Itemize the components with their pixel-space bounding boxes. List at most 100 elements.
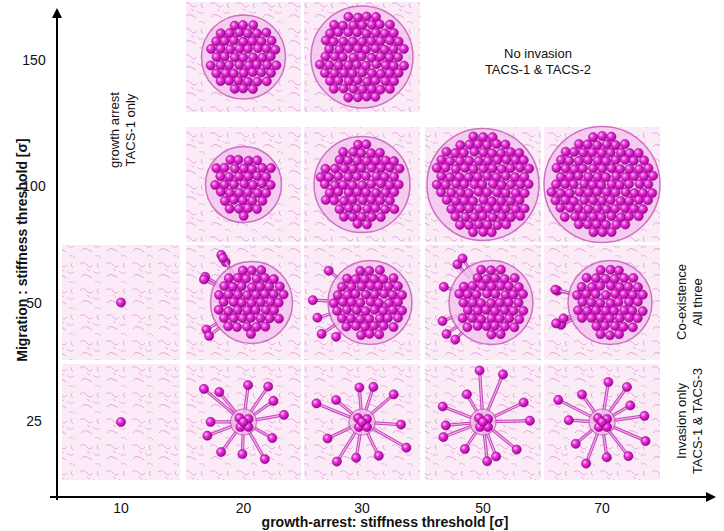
cell (216, 187, 225, 196)
cell (620, 204, 629, 213)
matrix-background (304, 127, 420, 242)
cell (442, 329, 451, 338)
cell (353, 219, 362, 228)
cell (365, 329, 374, 338)
cell (339, 212, 348, 221)
cell (308, 296, 317, 305)
cell (381, 61, 390, 70)
cell (357, 52, 366, 61)
cell (230, 84, 239, 93)
cell (349, 147, 358, 156)
simulation-tile (186, 245, 301, 360)
matrix-background (544, 245, 660, 360)
cell (463, 290, 472, 299)
cell (492, 204, 501, 213)
cell (474, 187, 483, 196)
matrix-background (62, 364, 180, 480)
cell (607, 212, 616, 221)
tick-label: 25 (26, 413, 42, 430)
cell (233, 305, 242, 314)
cell (587, 313, 596, 322)
cell (496, 281, 505, 290)
cell (579, 212, 588, 221)
cell (342, 305, 351, 314)
cell (344, 12, 353, 21)
cell (216, 77, 225, 86)
cell (492, 188, 501, 197)
cell (375, 20, 384, 29)
cell (587, 298, 596, 307)
cell (460, 444, 469, 453)
cell (381, 188, 390, 197)
cell (224, 322, 233, 331)
cell (389, 390, 398, 399)
cell (389, 44, 398, 53)
cell (437, 172, 446, 181)
cell (351, 289, 360, 298)
cell (493, 155, 502, 164)
cell (569, 180, 578, 189)
cell (621, 188, 630, 197)
cell (441, 163, 450, 172)
cell (234, 155, 243, 164)
cell (334, 172, 343, 181)
cell (624, 452, 633, 461)
cell (556, 155, 565, 164)
cell (482, 289, 491, 298)
cell (578, 297, 587, 306)
cell (239, 211, 248, 220)
simulation-tile (544, 364, 660, 480)
cell (240, 179, 249, 188)
cell (500, 306, 509, 315)
cell (510, 323, 519, 332)
tick-label: 100 (22, 178, 45, 195)
cell (491, 273, 500, 282)
cell (634, 195, 643, 204)
cell (451, 149, 460, 158)
cell (229, 314, 238, 323)
cell (315, 60, 324, 69)
cell (510, 273, 519, 282)
cell (479, 195, 488, 204)
cell (279, 290, 288, 299)
cell (274, 314, 283, 323)
cell (394, 68, 403, 77)
cell (217, 448, 226, 457)
cell (610, 321, 619, 330)
cell (260, 273, 269, 282)
cell (492, 452, 501, 461)
simulation-tile (425, 127, 541, 242)
cell (344, 172, 353, 181)
cell (279, 410, 288, 419)
cell (479, 148, 488, 157)
cell (339, 84, 348, 93)
cell (207, 44, 216, 53)
cell (473, 273, 482, 282)
cell (225, 61, 234, 70)
cell (593, 204, 602, 213)
cell (612, 172, 621, 181)
tumor-boundary (231, 409, 257, 435)
cell (237, 282, 246, 291)
cell (262, 77, 271, 86)
tumor-boundary (589, 409, 615, 435)
cell (593, 172, 602, 181)
cell (374, 281, 383, 290)
cell (505, 314, 514, 323)
cell (506, 180, 515, 189)
cell (388, 305, 397, 314)
cell (496, 330, 505, 339)
matrix-background (304, 245, 420, 360)
cell (620, 273, 629, 282)
cell (451, 212, 460, 221)
cell (643, 196, 652, 205)
cell (461, 212, 470, 221)
cell (342, 322, 351, 331)
cell (648, 171, 657, 180)
cell (220, 52, 229, 61)
cell (605, 331, 614, 340)
tumor-boundary (568, 261, 652, 345)
cell (199, 275, 208, 284)
cell (267, 36, 276, 45)
cell (496, 265, 505, 274)
